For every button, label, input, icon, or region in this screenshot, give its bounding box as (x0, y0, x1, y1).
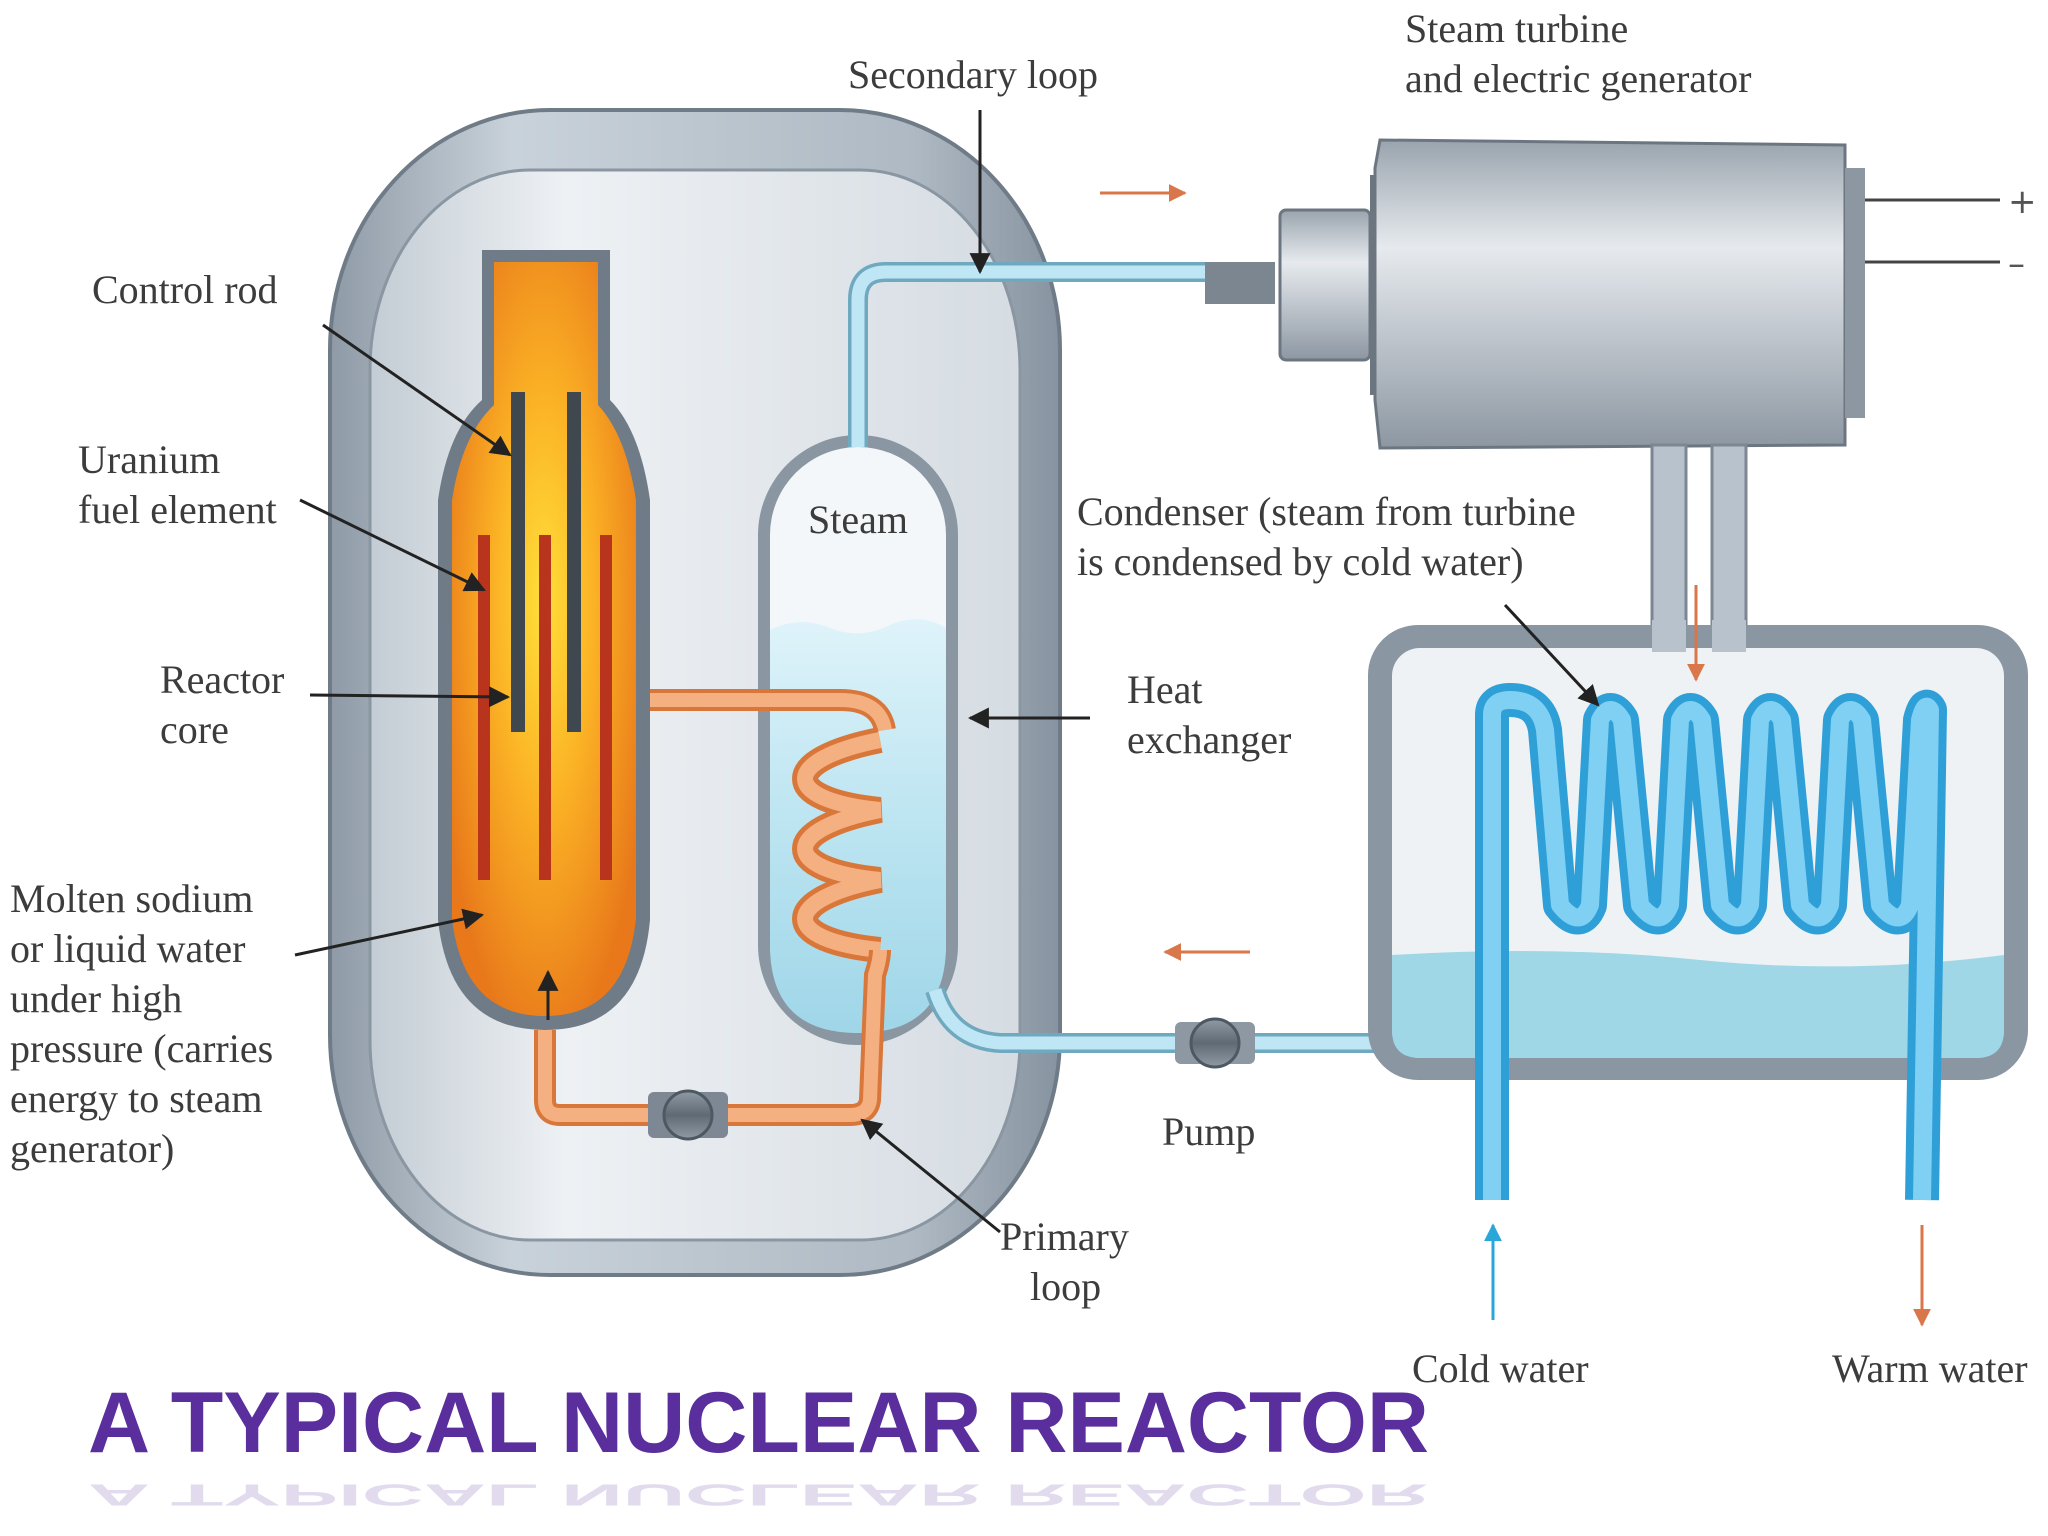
control-rods (511, 392, 581, 732)
label-uranium-line2: fuel element (78, 487, 277, 532)
label-molten-line6: generator) (10, 1126, 174, 1171)
label-secondary-loop: Secondary loop (848, 52, 1098, 97)
flow-arrows (1100, 184, 1931, 1327)
label-cold-water: Cold water (1412, 1346, 1589, 1391)
label-reactor-line2: core (160, 707, 229, 752)
label-turbine-line2: and electric generator (1405, 56, 1751, 101)
fuel-element (478, 535, 490, 880)
page-title: A TYPICAL NUCLEAR REACTOR A TYPICAL NUCL… (88, 1375, 1429, 1512)
primary-loop (534, 689, 896, 1141)
label-heat-line2: exchanger (1127, 717, 1291, 762)
title-text: A TYPICAL NUCLEAR REACTOR (88, 1375, 1429, 1471)
label-molten-line1: Molten sodium (10, 876, 253, 921)
labels: Secondary loop Steam turbine and electri… (10, 6, 2037, 1391)
label-control-rod: Control rod (92, 267, 278, 312)
primary-pump (648, 1089, 728, 1141)
label-primary-line2: loop (1030, 1264, 1101, 1309)
label-molten-line2: or liquid water (10, 926, 246, 971)
label-molten-line4: pressure (carries (10, 1026, 273, 1071)
fuel-elements (478, 535, 612, 880)
condenser (1368, 443, 2028, 1201)
steam-turbine-generator (1205, 138, 2000, 450)
label-pump: Pump (1162, 1109, 1255, 1154)
title-reflection: A TYPICAL NUCLEAR REACTOR (88, 1478, 1429, 1512)
label-turbine-line1: Steam turbine (1405, 6, 1628, 51)
label-molten-line5: energy to steam (10, 1076, 263, 1121)
label-condenser-line2: is condensed by cold water) (1077, 539, 1524, 584)
label-minus-terminal: – (2008, 244, 2025, 284)
label-steam: Steam (808, 497, 908, 542)
leader-lines (294, 110, 1600, 1234)
fuel-element (600, 535, 612, 880)
control-rod-right (567, 392, 581, 732)
label-warm-water: Warm water (1832, 1346, 2028, 1391)
control-rod-left (511, 392, 525, 732)
fuel-element (539, 535, 551, 880)
label-condenser-line1: Condenser (steam from turbine (1077, 489, 1576, 534)
label-uranium-line1: Uranium (78, 437, 220, 482)
label-heat-line1: Heat (1127, 667, 1203, 712)
secondary-pump (1175, 1017, 1255, 1069)
label-plus-terminal: + (2008, 182, 2037, 222)
label-molten-line3: under high (10, 976, 182, 1021)
secondary-loop (848, 262, 1400, 1069)
label-reactor-line1: Reactor (160, 657, 284, 702)
label-primary-line1: Primary (1000, 1214, 1129, 1259)
